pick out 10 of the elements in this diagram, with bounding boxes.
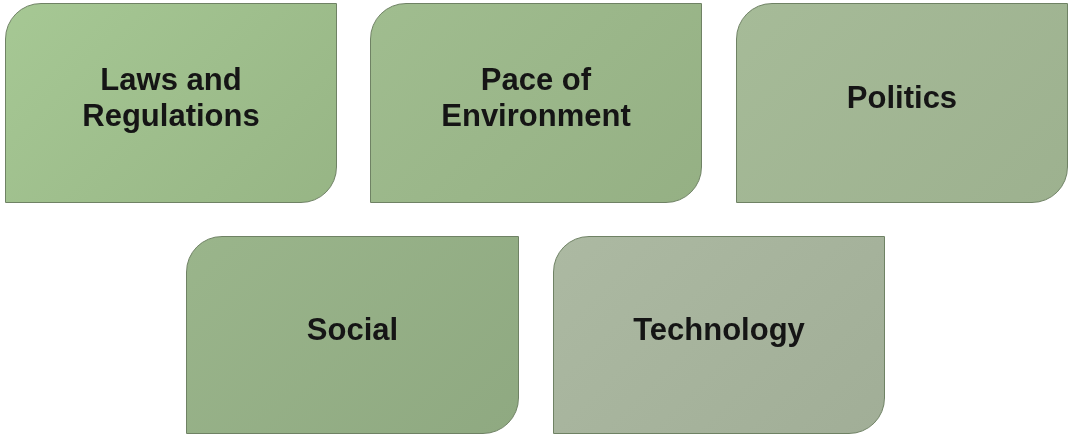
box-label: Pace of Environment [440, 62, 632, 134]
box-label: Laws and Regulations [81, 62, 261, 134]
rounded-box [5, 3, 337, 203]
box-label: Technology [633, 312, 805, 348]
rounded-box [553, 236, 885, 434]
box-label: Politics [846, 80, 958, 116]
box-label: Social [306, 312, 399, 348]
rounded-box [736, 3, 1068, 203]
rounded-box [370, 3, 702, 203]
rounded-box [186, 236, 519, 434]
